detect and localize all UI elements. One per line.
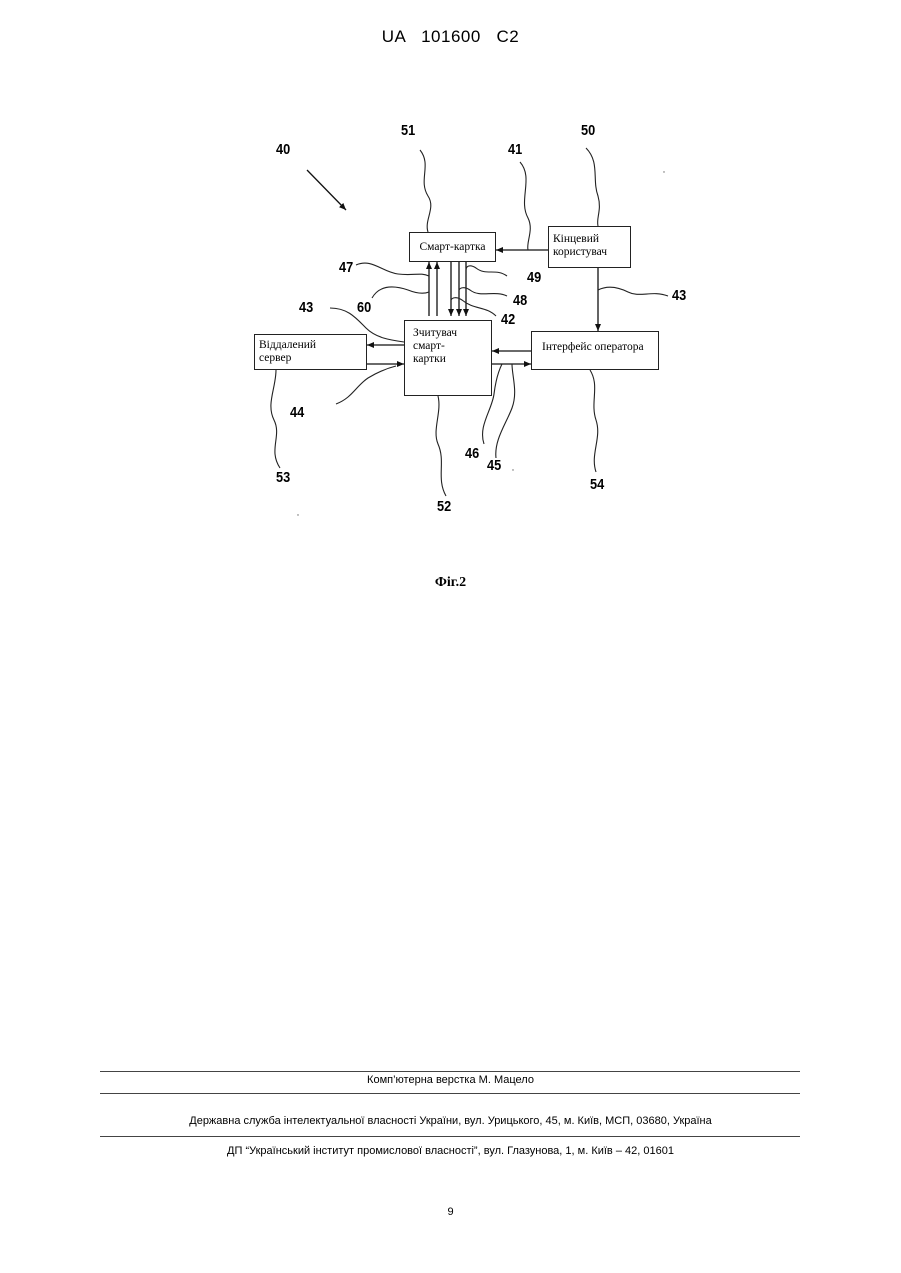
scan-speck bbox=[512, 469, 513, 470]
leader-47 bbox=[356, 263, 429, 276]
footer-rule-middle bbox=[100, 1093, 800, 1094]
remote-server-label-line2: сервер bbox=[259, 352, 362, 365]
leader-60 bbox=[372, 287, 429, 298]
ref-42: 42 bbox=[501, 311, 515, 328]
ref-47: 47 bbox=[339, 259, 353, 276]
ref-45: 45 bbox=[487, 457, 501, 474]
footer-rule-bottom bbox=[100, 1136, 800, 1137]
agency-address: Державна служба інтелектуальної власност… bbox=[0, 1115, 901, 1127]
scan-speck bbox=[663, 171, 664, 172]
scan-speck bbox=[297, 514, 298, 515]
ref-43-left: 43 bbox=[299, 299, 313, 316]
remote-server-box: Віддалений сервер bbox=[254, 334, 367, 370]
leader-51 bbox=[420, 150, 431, 232]
leader-43-right bbox=[598, 287, 668, 296]
operator-interface-label: Інтерфейс оператора bbox=[542, 341, 644, 353]
reader-label-line3: картки bbox=[413, 353, 487, 366]
ref-40-arrow bbox=[307, 170, 346, 210]
footer-rule-top bbox=[100, 1071, 800, 1072]
ref-49: 49 bbox=[527, 269, 541, 286]
leader-52 bbox=[436, 396, 446, 496]
ref-60: 60 bbox=[357, 299, 371, 316]
reader-label-line1: Зчитувач bbox=[413, 327, 487, 340]
block-diagram bbox=[0, 0, 901, 620]
ref-53: 53 bbox=[276, 469, 290, 486]
remote-server-label-line1: Віддалений bbox=[259, 339, 362, 352]
page-number: 9 bbox=[0, 1206, 901, 1218]
smart-card-label: Смарт-картка bbox=[419, 241, 485, 253]
operator-interface-box: Інтерфейс оператора bbox=[531, 331, 659, 370]
reader-label-line2: смарт- bbox=[413, 340, 487, 353]
leader-45 bbox=[496, 364, 515, 458]
ref-54: 54 bbox=[590, 476, 604, 493]
ref-40: 40 bbox=[276, 141, 290, 158]
ref-43-right: 43 bbox=[672, 287, 686, 304]
smart-card-box: Смарт-картка bbox=[409, 232, 496, 262]
leader-41 bbox=[520, 162, 530, 250]
institute-address: ДП “Український інститут промислової вла… bbox=[0, 1145, 901, 1157]
leader-44 bbox=[336, 366, 396, 404]
ref-48: 48 bbox=[513, 292, 527, 309]
end-user-label-line1: Кінцевий bbox=[553, 233, 626, 246]
leader-49 bbox=[466, 266, 507, 276]
end-user-box: Кінцевий користувач bbox=[548, 226, 631, 268]
ref-52: 52 bbox=[437, 498, 451, 515]
end-user-label-line2: користувач bbox=[553, 246, 626, 259]
layout-credit: Комп’ютерна верстка М. Мацело bbox=[0, 1074, 901, 1086]
ref-51: 51 bbox=[401, 122, 415, 139]
ref-46: 46 bbox=[465, 445, 479, 462]
ref-44: 44 bbox=[290, 404, 304, 421]
leader-42 bbox=[451, 298, 496, 316]
ref-50: 50 bbox=[581, 122, 595, 139]
smart-card-reader-box: Зчитувач смарт- картки bbox=[404, 320, 492, 396]
ref-41: 41 bbox=[508, 141, 522, 158]
leader-50 bbox=[586, 148, 599, 226]
leader-54 bbox=[590, 370, 598, 472]
leader-53 bbox=[271, 370, 280, 468]
figure-caption: Фіг.2 bbox=[0, 575, 901, 591]
